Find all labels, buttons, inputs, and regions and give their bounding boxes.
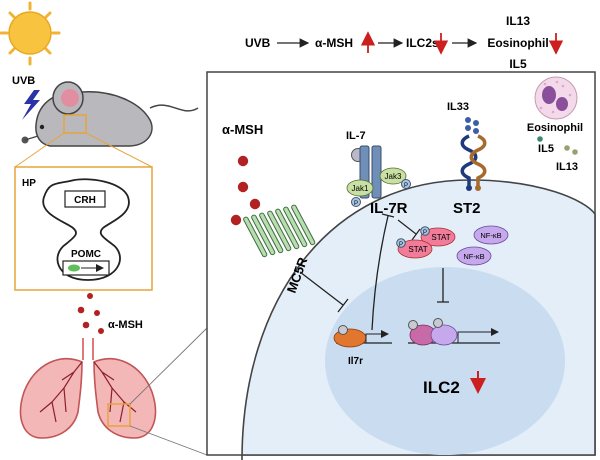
msh-dots-lung — [77, 293, 104, 334]
st2-label: ST2 — [453, 200, 481, 217]
nucleus — [325, 267, 565, 455]
nfkb-to-gene-inhibition — [437, 268, 449, 303]
il7r-gene — [333, 325, 392, 348]
il7r-label: IL-7R — [370, 200, 408, 217]
hp-label: HP — [22, 178, 36, 189]
stat-label-1: STAT — [431, 233, 450, 242]
target-gene — [408, 318, 500, 346]
crh-label: CRH — [74, 195, 96, 206]
pathway-uvb: UVB — [245, 36, 271, 50]
pathway-eosinophil: Eosinophil — [487, 36, 548, 50]
pathway-msh: α-MSH — [315, 36, 353, 50]
nfkb-1-icon — [473, 225, 509, 245]
il33-ligand — [465, 117, 479, 134]
st2-receptor-chain-2 — [469, 134, 487, 188]
il7r-to-stat-inhibition — [397, 219, 421, 241]
cytokine-dots — [537, 136, 578, 155]
stat-complex: STAT P STAT P — [396, 226, 456, 259]
phospho-2-icon — [401, 179, 411, 189]
st2-receptor-chain-1 — [460, 134, 478, 188]
st2-anchor-2 — [475, 185, 481, 191]
mouse-icon — [21, 81, 199, 147]
pathway-ilc2s: ILC2s — [406, 36, 439, 50]
jak3-label: Jak3 — [385, 172, 402, 181]
msh-lung-label: α-MSH — [108, 319, 143, 331]
uvb-label: UVB — [12, 75, 35, 87]
st2-anchor-1 — [466, 185, 472, 191]
zoom-lines-brain — [14, 132, 153, 168]
pathway-summary: UVB α-MSH ILC2s IL13 Eosinophil IL5 — [245, 14, 564, 71]
stat-label-2: STAT — [408, 245, 427, 254]
phospho-1-label: P — [354, 201, 358, 207]
pathway-il13: IL13 — [506, 14, 530, 28]
nfkb-2-icon — [456, 246, 492, 266]
sun-icon — [0, 1, 61, 66]
phospho-2-label: P — [404, 183, 408, 189]
il5-label: IL5 — [538, 143, 554, 155]
pomc-label: POMC — [71, 249, 101, 260]
crh-box — [64, 190, 106, 208]
mc5r-inhibition — [299, 271, 349, 313]
il7r-feedback-inhibition — [371, 213, 395, 331]
il7-label: IL-7 — [346, 130, 366, 142]
zoom-lines-lung — [129, 327, 208, 456]
stat-phospho-1: P — [423, 230, 427, 236]
phospho-1-icon — [351, 197, 361, 207]
stat-phospho-2: P — [399, 242, 403, 248]
msh-cell-label: α-MSH — [222, 122, 263, 137]
nfkb-1-label: NF-κB — [480, 231, 501, 240]
eosinophil-label: Eosinophil — [527, 122, 583, 134]
lungs-icon — [19, 338, 157, 439]
jak3-icon — [379, 167, 407, 185]
mc5r-receptor — [243, 204, 316, 258]
il13-label: IL13 — [556, 161, 578, 173]
eosinophil-icon — [534, 76, 578, 120]
il7r-receptor-chain-2 — [371, 145, 382, 199]
nfkb-2-label: NF-κB — [463, 252, 484, 261]
il33-label: IL33 — [447, 101, 469, 113]
jak1-label: Jak1 — [352, 184, 369, 193]
pomc-gene-icon — [68, 264, 80, 272]
jak1-icon — [346, 179, 374, 197]
ilc2-label: ILC2 — [423, 378, 460, 397]
lightning-icon — [22, 90, 40, 120]
pathway-il5: IL5 — [509, 57, 527, 71]
msh-dots-cell — [230, 155, 261, 226]
il7r-gene-label: Il7r — [348, 356, 363, 367]
